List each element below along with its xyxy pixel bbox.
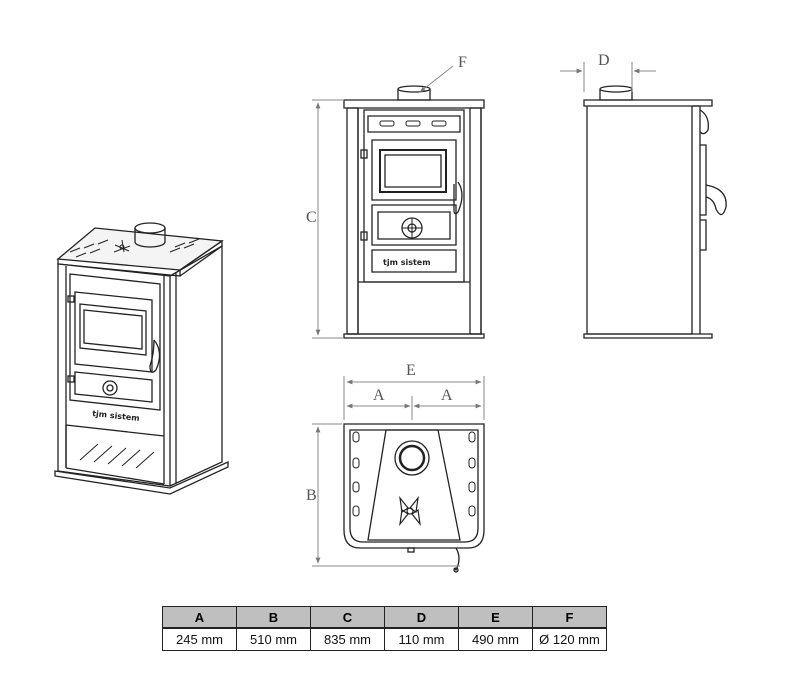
column-header-a: A [162, 606, 237, 629]
stove-front-view: tjm sistem [343, 85, 485, 339]
dimension-b [312, 423, 460, 567]
dimensions-table-value-row: 245 mm 510 mm 835 mm 110 mm 490 mm Ø 120… [162, 628, 607, 651]
stove-side-view [583, 85, 727, 339]
stove-isometric-view: tjm sistem [54, 222, 229, 495]
column-header-c: C [310, 606, 385, 629]
dimension-f [419, 65, 454, 93]
stove-top-view [343, 423, 485, 573]
dimension-label-d: D [598, 52, 610, 69]
dimension-d [560, 62, 656, 92]
value-b: 510 mm [236, 628, 311, 651]
value-d: 110 mm [384, 628, 459, 651]
value-a: 245 mm [162, 628, 237, 651]
dimension-label-e: E [406, 362, 416, 379]
value-c: 835 mm [310, 628, 385, 651]
column-header-e: E [458, 606, 533, 629]
brand-label-front: tjm sistem [383, 258, 431, 267]
dimension-label-f: F [458, 54, 467, 71]
dimension-e [343, 376, 485, 420]
column-header-b: B [236, 606, 311, 629]
dimension-a-left [346, 396, 413, 420]
dimensions-table-header-row: A B C D E F [162, 606, 607, 629]
value-f: Ø 120 mm [532, 628, 607, 651]
dimensions-table: A B C D E F 245 mm 510 mm 835 mm 110 mm … [162, 606, 607, 651]
dimension-label-a-left: A [373, 387, 385, 404]
column-header-d: D [384, 606, 459, 629]
dimension-label-b: B [306, 487, 317, 504]
column-header-f: F [532, 606, 607, 629]
dimension-c [312, 99, 344, 339]
value-e: 490 mm [458, 628, 533, 651]
dimension-label-c: C [306, 209, 317, 226]
dimension-label-a-right: A [441, 387, 453, 404]
